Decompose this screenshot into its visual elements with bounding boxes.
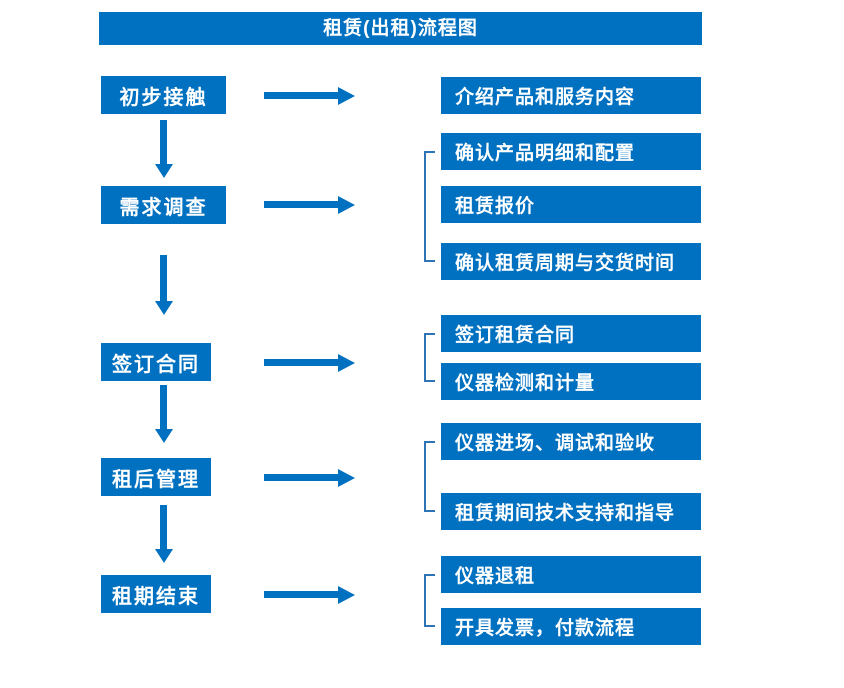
arrow-down-icon (160, 255, 167, 301)
page-title: 租赁(出租)流程图 (99, 12, 702, 45)
arrow-down-icon (160, 120, 167, 164)
arrow-right-icon (264, 591, 338, 598)
detail-confirm-period-delivery: 确认租赁周期与交货时间 (441, 243, 701, 280)
step-rental-end: 租期结束 (101, 575, 211, 613)
detail-instrument-inspection: 仪器检测和计量 (441, 363, 701, 400)
arrow-right-icon (264, 474, 338, 481)
detail-rental-quote: 租赁报价 (441, 186, 701, 223)
step-post-rental-management: 租后管理 (101, 458, 211, 496)
bracket-rental-end-group (424, 574, 435, 627)
detail-instrument-setup-accept: 仪器进场、调试和验收 (441, 423, 701, 460)
detail-confirm-product-config: 确认产品明细和配置 (441, 133, 701, 170)
bracket-post-rental-group (424, 441, 435, 512)
detail-invoice-payment: 开具发票，付款流程 (441, 608, 701, 645)
detail-intro-products-services: 介绍产品和服务内容 (441, 77, 701, 114)
detail-tech-support-guidance: 租赁期间技术支持和指导 (441, 493, 701, 530)
detail-sign-rental-contract: 签订租赁合同 (441, 315, 701, 352)
detail-instrument-return: 仪器退租 (441, 556, 701, 593)
step-demand-survey: 需求调查 (101, 186, 226, 224)
bracket-demand-survey-group (424, 151, 435, 262)
bracket-sign-contract-group (424, 333, 435, 382)
step-sign-contract: 签订合同 (101, 343, 211, 381)
arrow-right-icon (264, 92, 338, 99)
arrow-right-icon (264, 201, 338, 208)
step-initial-contact: 初步接触 (101, 76, 226, 114)
arrow-right-icon (264, 359, 338, 366)
arrow-down-icon (160, 505, 167, 549)
arrow-down-icon (160, 385, 167, 429)
